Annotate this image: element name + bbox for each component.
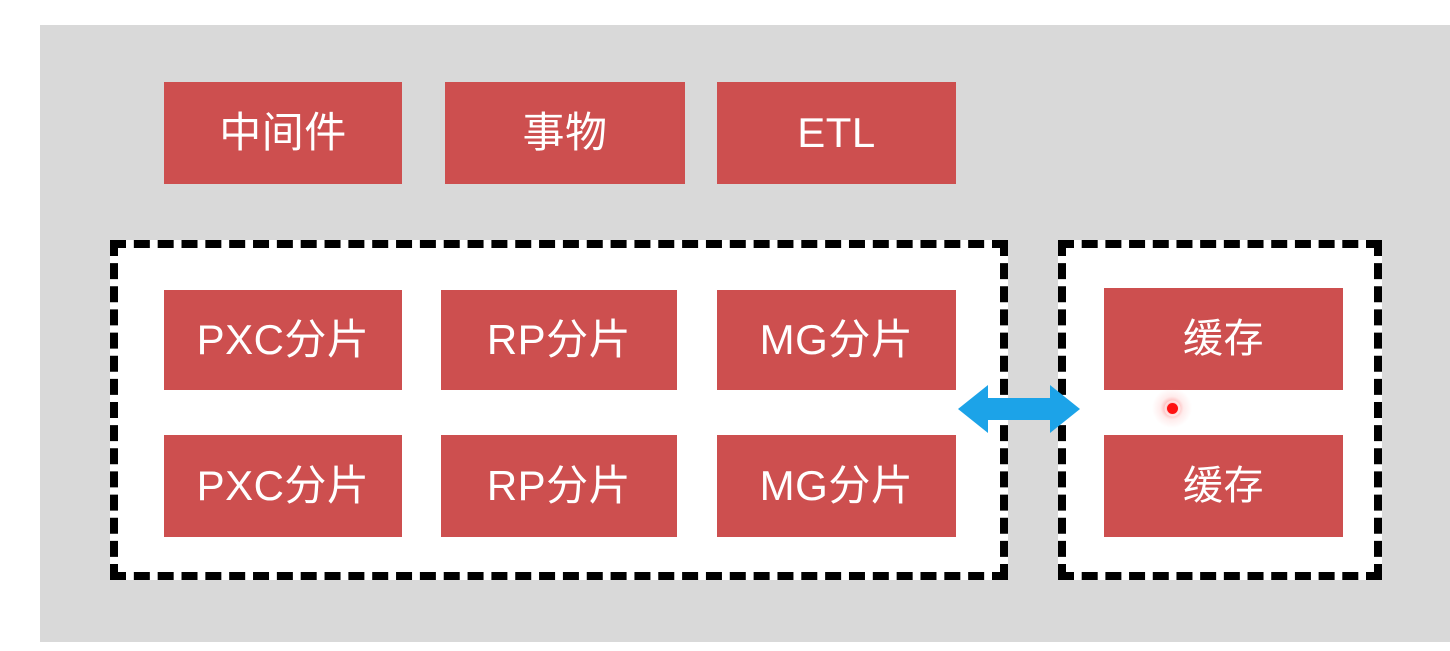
cache-box-1[interactable]: 缓存	[1104, 288, 1343, 390]
shard-box-pxc-1[interactable]: PXC分片	[164, 290, 402, 390]
shard-box-rp-1[interactable]: RP分片	[441, 290, 677, 390]
top-box-transaction[interactable]: 事物	[445, 82, 685, 184]
shard-box-rp-2[interactable]: RP分片	[441, 435, 677, 537]
cache-box-2[interactable]: 缓存	[1104, 435, 1343, 537]
shard-box-mg-1[interactable]: MG分片	[717, 290, 956, 390]
shard-box-mg-2[interactable]: MG分片	[717, 435, 956, 537]
top-box-middleware[interactable]: 中间件	[164, 82, 402, 184]
top-box-etl[interactable]: ETL	[717, 82, 956, 184]
shard-box-pxc-2[interactable]: PXC分片	[164, 435, 402, 537]
double-arrow-horizontal-icon	[958, 383, 1080, 435]
